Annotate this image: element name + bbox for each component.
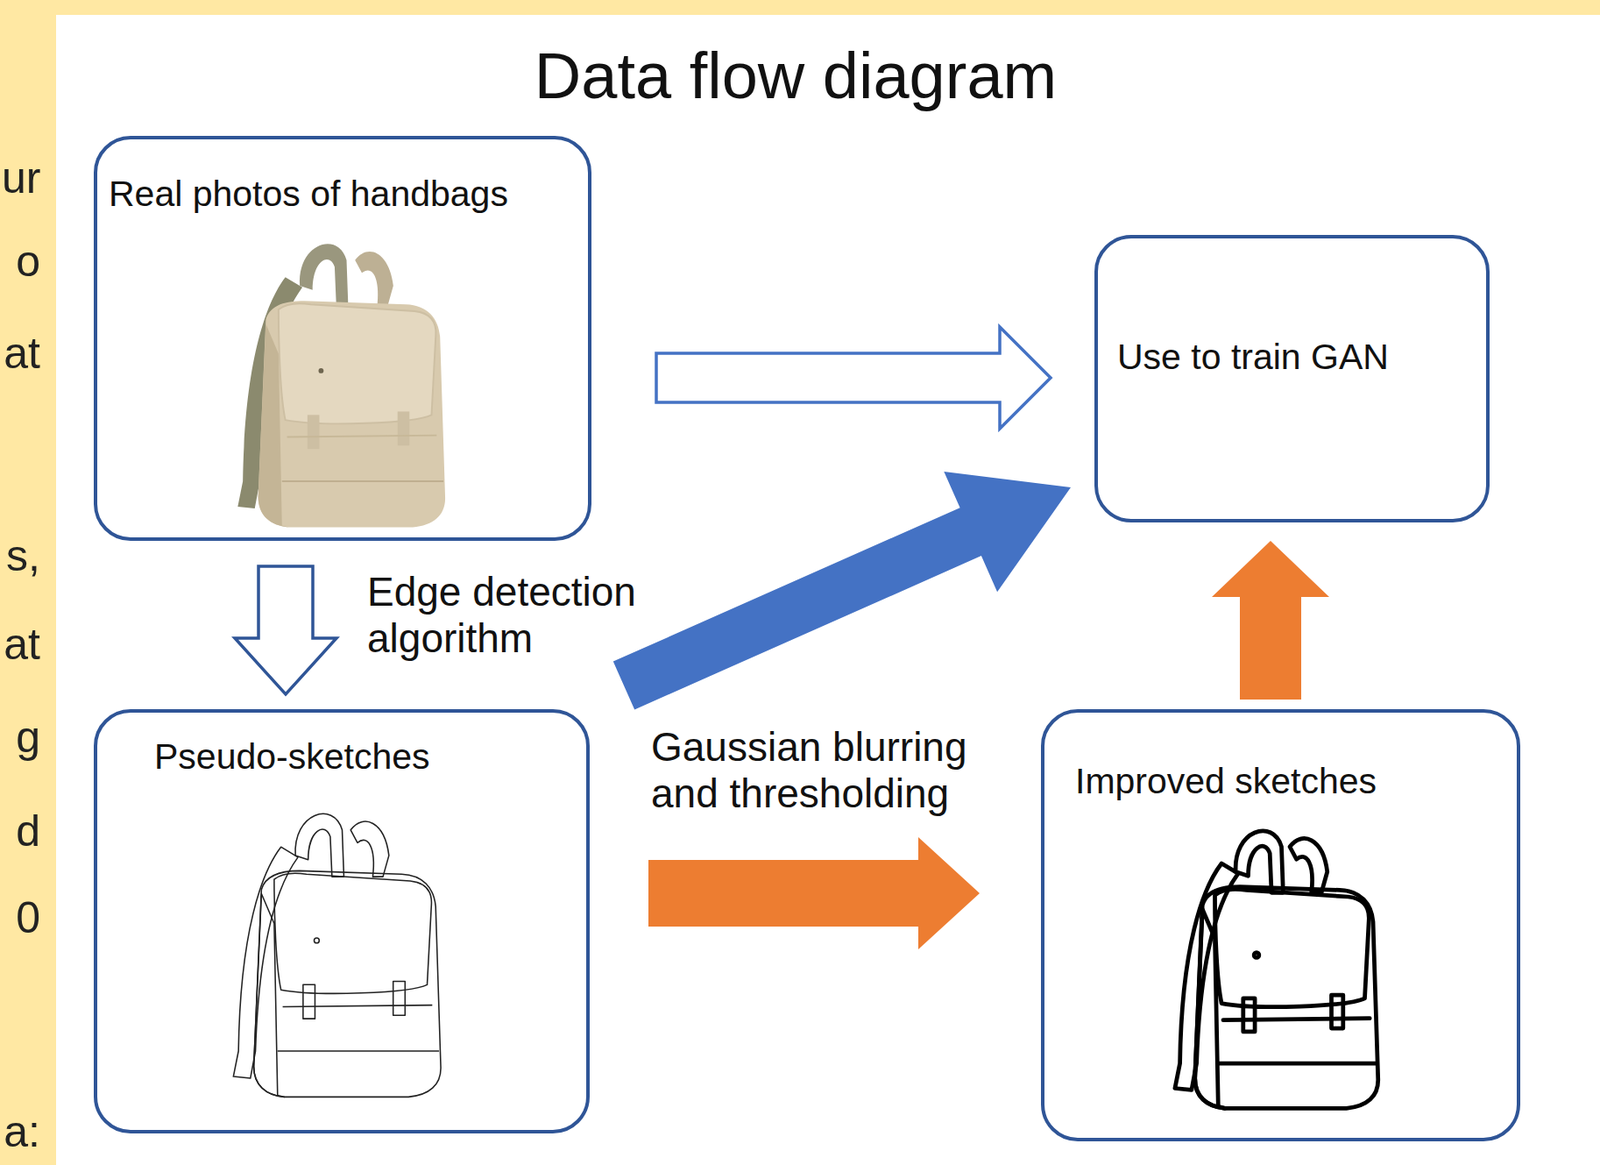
edge-text-fragment: ur <box>1 153 41 205</box>
edge-text-fragment: g <box>1 712 41 764</box>
node-label: Pseudo-sketches <box>154 736 580 778</box>
node-label: Improved sketches <box>1075 760 1510 802</box>
backpack-improved-sketch <box>1175 830 1379 1108</box>
block-arrow <box>1211 540 1330 700</box>
edge-text-fragment: d <box>1 806 41 857</box>
node-label: Use to train GAN <box>1117 336 1480 378</box>
node-label: Real photos of handbags <box>108 173 581 215</box>
backpack-photo <box>237 243 446 527</box>
edge-text-fragment: o <box>1 236 41 288</box>
block-arrow <box>648 836 980 949</box>
edge-text-fragment: at <box>1 328 41 380</box>
edge-text-fragment: s, <box>1 530 41 582</box>
source-box: Real photos of handbags <box>93 135 592 541</box>
process-box: Improved sketches <box>1040 708 1521 1141</box>
edge-text-fragment: 0 <box>1 892 41 944</box>
edge-label: Edge detection algorithm <box>367 568 657 662</box>
hollow-arrow <box>656 326 1051 429</box>
backpack-pseudo-sketch <box>233 813 441 1097</box>
edge-label: Gaussian blurring and thresholding <box>651 723 1011 817</box>
edge-text-fragment: a: <box>1 1106 41 1158</box>
diagram-title: Data flow diagram <box>445 37 1147 116</box>
edge-text-fragment: at <box>1 619 41 671</box>
target-box: Use to train GAN <box>1094 234 1490 523</box>
block-arrow <box>613 471 1071 709</box>
process-box: Pseudo-sketches <box>93 708 590 1133</box>
hollow-arrow <box>234 566 337 694</box>
